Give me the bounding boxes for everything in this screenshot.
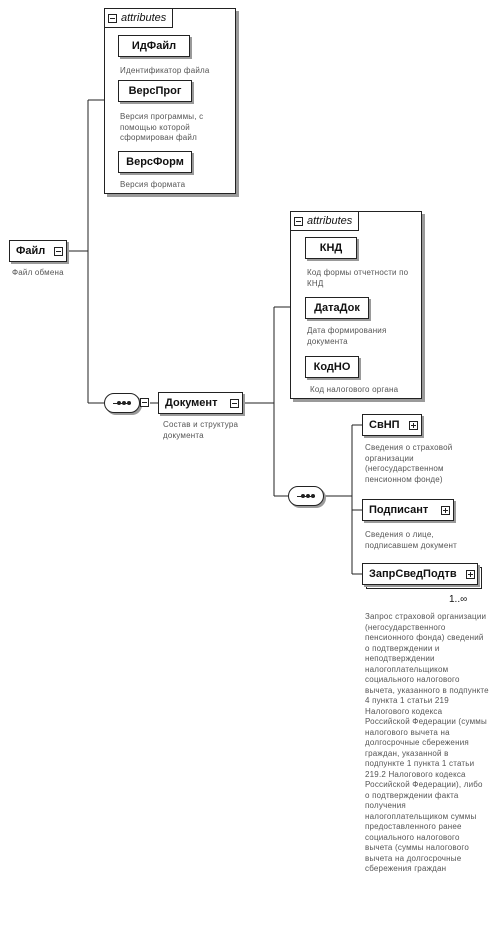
child-zaprsvedpodtv-desc: Запрос страховой организации (негосударс… (365, 612, 489, 873)
attr-name: ВерсФорм (126, 156, 184, 168)
collapse-icon[interactable] (108, 13, 117, 23)
element-name: СвНП (369, 419, 400, 431)
sequence-compositor[interactable] (104, 393, 140, 413)
document-desc: Состав и структура документа (163, 420, 239, 440)
collapse-icon[interactable] (230, 399, 239, 408)
root-attributes-tab[interactable]: attributes (104, 8, 174, 28)
attr-name: ИдФайл (131, 40, 177, 52)
attr-versform-desc: Версия формата (120, 180, 186, 189)
attr-idfile-desc: Идентификатор файла (120, 66, 210, 75)
element-name: Файл (16, 245, 46, 257)
root-element[interactable]: Файл (9, 240, 67, 262)
attr-name: КНД (319, 242, 343, 254)
attr-datadok[interactable]: ДатаДок (305, 297, 369, 319)
collapse-icon[interactable] (140, 398, 149, 407)
expand-icon[interactable] (441, 506, 450, 515)
expand-icon[interactable] (409, 421, 418, 430)
expand-icon[interactable] (466, 570, 475, 579)
attr-kodno[interactable]: КодНО (305, 356, 359, 378)
child-zaprsvedpodtv[interactable]: ЗапрСведПодтв (362, 563, 478, 585)
attr-versform[interactable]: ВерсФорм (118, 151, 192, 173)
attr-knd[interactable]: КНД (305, 237, 357, 259)
attributes-label: attributes (307, 215, 353, 227)
child-podpisant[interactable]: Подписант (362, 499, 454, 521)
attr-knd-desc: Код формы отчетности по КНД (307, 268, 409, 288)
sequence-compositor[interactable] (288, 486, 324, 506)
attr-name: ДатаДок (314, 302, 360, 314)
child-svnp[interactable]: СвНП (362, 414, 422, 436)
attr-name: КодНО (313, 361, 351, 373)
attr-kodno-desc: Код налогового органа (310, 385, 399, 394)
child-podpisant-desc: Сведения о лице, подписавшем документ (365, 530, 458, 550)
attr-versprog[interactable]: ВерсПрог (118, 80, 192, 102)
attr-idfile[interactable]: ИдФайл (118, 35, 190, 57)
cardinality-label: 1..∞ (449, 594, 468, 605)
attributes-label: attributes (121, 12, 167, 24)
element-name: ЗапрСведПодтв (369, 568, 457, 580)
element-name: Подписант (369, 504, 429, 516)
collapse-icon[interactable] (294, 216, 303, 226)
document-element[interactable]: Документ (158, 392, 243, 414)
attr-name: ВерсПрог (128, 85, 182, 97)
root-desc: Файл обмена (12, 268, 64, 277)
child-svnp-desc: Сведения о страховой организации (негосу… (365, 443, 453, 484)
document-attributes-tab[interactable]: attributes (290, 211, 360, 231)
collapse-icon[interactable] (54, 247, 63, 256)
attr-versprog-desc: Версия программы, с помощью которой сфор… (120, 112, 204, 142)
attr-datadok-desc: Дата формирования документа (307, 326, 387, 346)
element-name: Документ (165, 397, 218, 409)
